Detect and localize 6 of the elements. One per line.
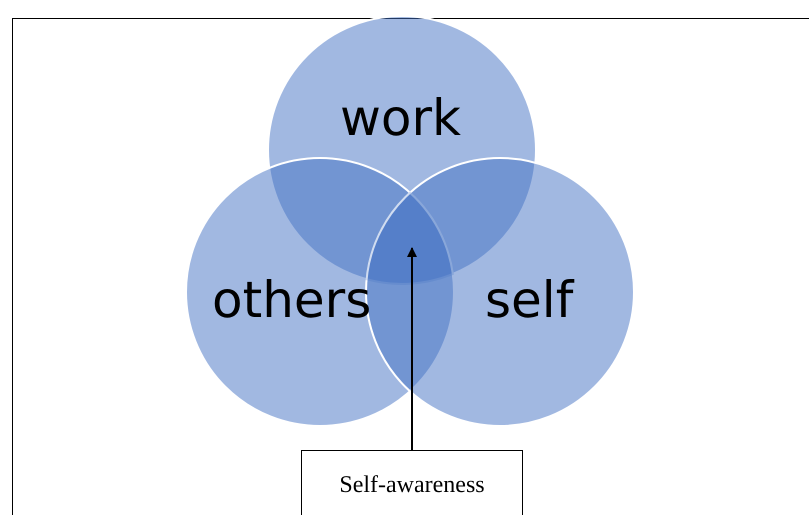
circle-label: work [340, 93, 461, 143]
box-label: Self-awareness [339, 472, 485, 498]
leader-arrow [407, 247, 417, 450]
text-box [301, 450, 523, 515]
circle-label: self [485, 275, 574, 325]
circle-label: others [212, 275, 372, 325]
